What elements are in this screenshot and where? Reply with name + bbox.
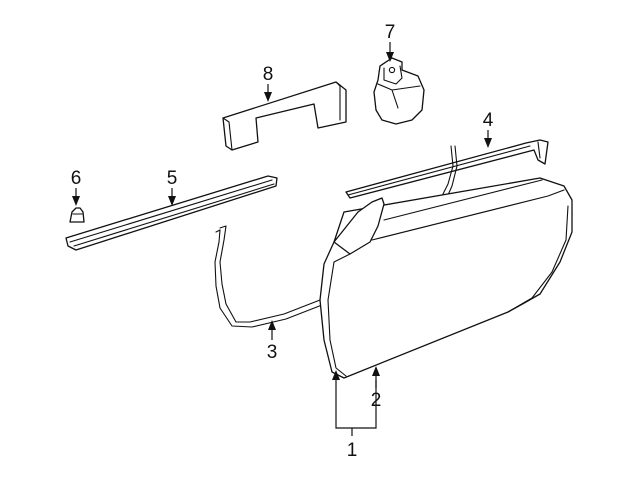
part-7-cover (373, 57, 425, 125)
callout-1: 1 (347, 440, 358, 461)
leader-4 (484, 130, 492, 148)
part-8-trim-pad (222, 81, 347, 151)
callout-8: 8 (263, 64, 274, 85)
callout-2: 2 (371, 390, 382, 411)
callout-6: 6 (71, 168, 82, 189)
part-4-weatherstrip (345, 139, 549, 199)
leader-7 (386, 42, 394, 62)
callout-7: 7 (385, 22, 396, 43)
callout-5: 5 (167, 168, 178, 189)
leader-8 (264, 84, 272, 102)
part-3-door-seal (214, 145, 458, 328)
part-6-clip (69, 207, 85, 223)
part-2-door-shell (319, 177, 573, 379)
callout-4: 4 (483, 110, 494, 131)
leader-3 (268, 320, 276, 340)
leader-5 (168, 188, 176, 206)
leader-6 (72, 188, 80, 206)
callout-3: 3 (267, 342, 278, 363)
leader-1 (332, 366, 380, 436)
part-5-belt-molding (65, 175, 278, 251)
